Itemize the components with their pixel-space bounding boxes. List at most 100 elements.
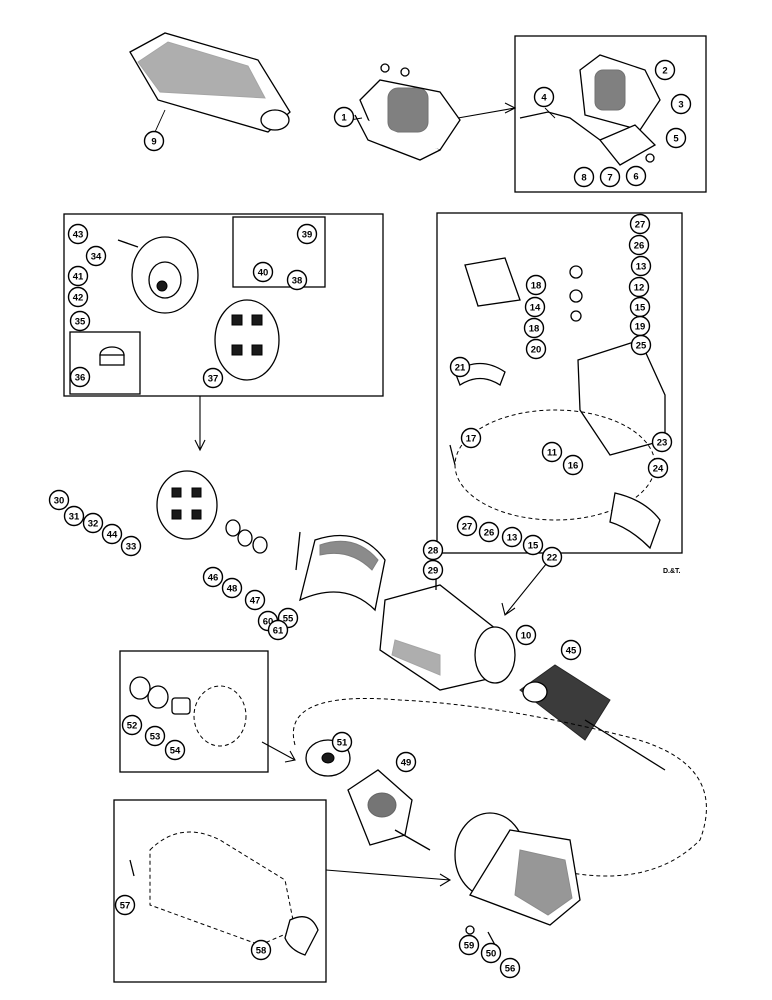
callout-balloon xyxy=(456,515,478,537)
callout-number: 29 xyxy=(428,565,439,576)
callout-balloon xyxy=(48,489,70,511)
callout-31: 31 xyxy=(63,505,85,527)
callout-balloon xyxy=(647,457,669,479)
callout-number: 24 xyxy=(653,463,664,474)
callout-2: 2 xyxy=(654,59,676,81)
callout-balloon xyxy=(69,310,91,332)
callout-21: 21 xyxy=(449,356,471,378)
callout-17: 17 xyxy=(460,427,482,449)
callout-23: 23 xyxy=(651,431,673,453)
solenoid-detail-box xyxy=(514,35,707,193)
callout-number: 27 xyxy=(462,521,473,532)
callout-number: 7 xyxy=(607,172,612,183)
callout-number: 35 xyxy=(75,316,86,327)
callout-number: 41 xyxy=(73,271,84,282)
callout-58: 58 xyxy=(250,939,272,961)
callout-25: 25 xyxy=(630,334,652,356)
callout-number: 13 xyxy=(636,261,647,272)
washers xyxy=(225,519,268,554)
callout-balloon xyxy=(202,566,224,588)
callout-balloon xyxy=(628,276,650,298)
callout-balloon xyxy=(654,59,676,81)
callout-number: 43 xyxy=(73,229,84,240)
callout-balloon xyxy=(164,739,186,761)
callout-balloon xyxy=(630,255,652,277)
callout-number: 59 xyxy=(464,940,475,951)
bushing xyxy=(99,346,125,366)
callout-balloon xyxy=(144,725,166,747)
callout-balloon xyxy=(121,714,143,736)
callout-balloon xyxy=(670,93,692,115)
callout-53: 53 xyxy=(144,725,166,747)
callout-balloon xyxy=(460,427,482,449)
callout-number: 14 xyxy=(530,302,541,313)
through-bolt xyxy=(295,531,301,571)
callout-22: 22 xyxy=(541,546,563,568)
callout-number: 32 xyxy=(88,518,99,529)
callout-balloon xyxy=(114,894,136,916)
callout-number: 55 xyxy=(283,613,294,624)
callout-balloon xyxy=(69,366,91,388)
callout-number: 39 xyxy=(302,229,313,240)
callout-6: 6 xyxy=(625,165,647,187)
callout-number: 15 xyxy=(635,302,646,313)
callout-42: 42 xyxy=(67,286,89,308)
callout-balloon xyxy=(628,234,650,256)
callout-3: 3 xyxy=(670,93,692,115)
bushing-detail-box xyxy=(69,331,141,395)
callout-balloon xyxy=(599,166,621,188)
callout-number: 18 xyxy=(529,323,540,334)
callout-number: 51 xyxy=(337,737,348,748)
callout-35: 35 xyxy=(69,310,91,332)
callout-16: 16 xyxy=(562,454,584,476)
callout-29: 29 xyxy=(422,559,444,581)
callout-48: 48 xyxy=(221,577,243,599)
draftsman-signature: D.&T. xyxy=(663,568,681,575)
callout-number: 44 xyxy=(107,529,118,540)
callout-balloon xyxy=(458,934,480,956)
callout-number: 6 xyxy=(633,171,638,182)
callout-balloon xyxy=(252,261,274,283)
callout-number: 26 xyxy=(484,527,495,538)
callout-28: 28 xyxy=(422,539,444,561)
callout-number: 36 xyxy=(75,372,86,383)
callout-39: 39 xyxy=(296,223,318,245)
callout-30: 30 xyxy=(48,489,70,511)
callout-11: 11 xyxy=(541,441,563,463)
solenoid-assembly xyxy=(349,63,517,161)
callout-balloon xyxy=(333,106,355,128)
callout-47: 47 xyxy=(244,589,266,611)
callout-7: 7 xyxy=(599,166,621,188)
end-cover-detail-box xyxy=(63,213,384,397)
brush-plate-assembly xyxy=(156,470,218,540)
callout-number: 58 xyxy=(256,945,267,956)
bolt-and-washer xyxy=(465,925,496,946)
nose-housing-ghost xyxy=(129,831,319,956)
callout-balloon xyxy=(67,265,89,287)
callout-number: 4 xyxy=(541,92,547,103)
callout-balloon xyxy=(296,223,318,245)
callout-balloon xyxy=(480,942,502,964)
callout-number: 47 xyxy=(250,595,261,606)
callout-number: 57 xyxy=(120,900,131,911)
callout-51: 51 xyxy=(331,731,353,753)
callout-43: 43 xyxy=(67,223,89,245)
callout-40: 40 xyxy=(252,261,274,283)
callout-number: 54 xyxy=(170,745,181,756)
brush-holder-detail-box xyxy=(232,216,326,288)
callout-number: 61 xyxy=(273,625,284,636)
callout-33: 33 xyxy=(120,535,142,557)
callout-37: 37 xyxy=(202,367,224,389)
callout-balloon xyxy=(499,957,521,979)
callout-14: 14 xyxy=(524,296,546,318)
callout-number: 10 xyxy=(521,630,532,641)
callout-balloon xyxy=(101,523,123,545)
callout-19: 19 xyxy=(629,315,651,337)
callout-number: 40 xyxy=(258,267,269,278)
callout-1: 1 xyxy=(333,106,355,128)
callout-36: 36 xyxy=(69,366,91,388)
callout-18: 18 xyxy=(523,317,545,339)
callout-number: 50 xyxy=(486,948,497,959)
callout-balloon xyxy=(286,269,308,291)
callout-balloon xyxy=(422,539,444,561)
